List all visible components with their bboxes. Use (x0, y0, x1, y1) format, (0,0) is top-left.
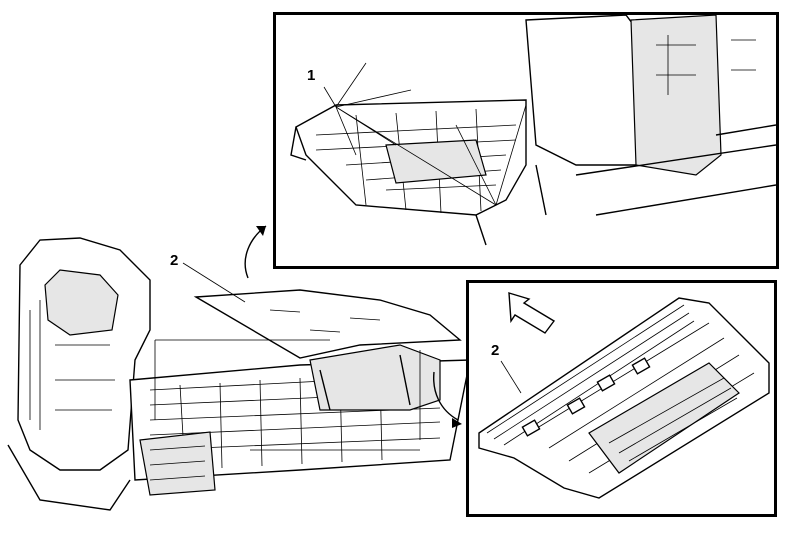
detail-panel-bottom (466, 280, 777, 517)
top-detail-drawing (290, 15, 776, 246)
callout-2-detail-leader (500, 360, 522, 394)
callout-number-1: 1 (307, 67, 316, 84)
callout-number-2-main: 2 (170, 252, 179, 269)
cargo-tray (478, 297, 770, 499)
direction-arrow-icon (508, 292, 556, 334)
lower-bracket (139, 431, 216, 496)
storage-tray (309, 344, 441, 411)
bottom-detail-drawing (478, 292, 770, 499)
callout-1-leader (323, 62, 527, 206)
cargo-cover-panel (193, 289, 462, 359)
callout-number-2-detail: 2 (491, 342, 500, 359)
detail-panel-top (273, 12, 779, 269)
seat-headrest (44, 269, 119, 336)
